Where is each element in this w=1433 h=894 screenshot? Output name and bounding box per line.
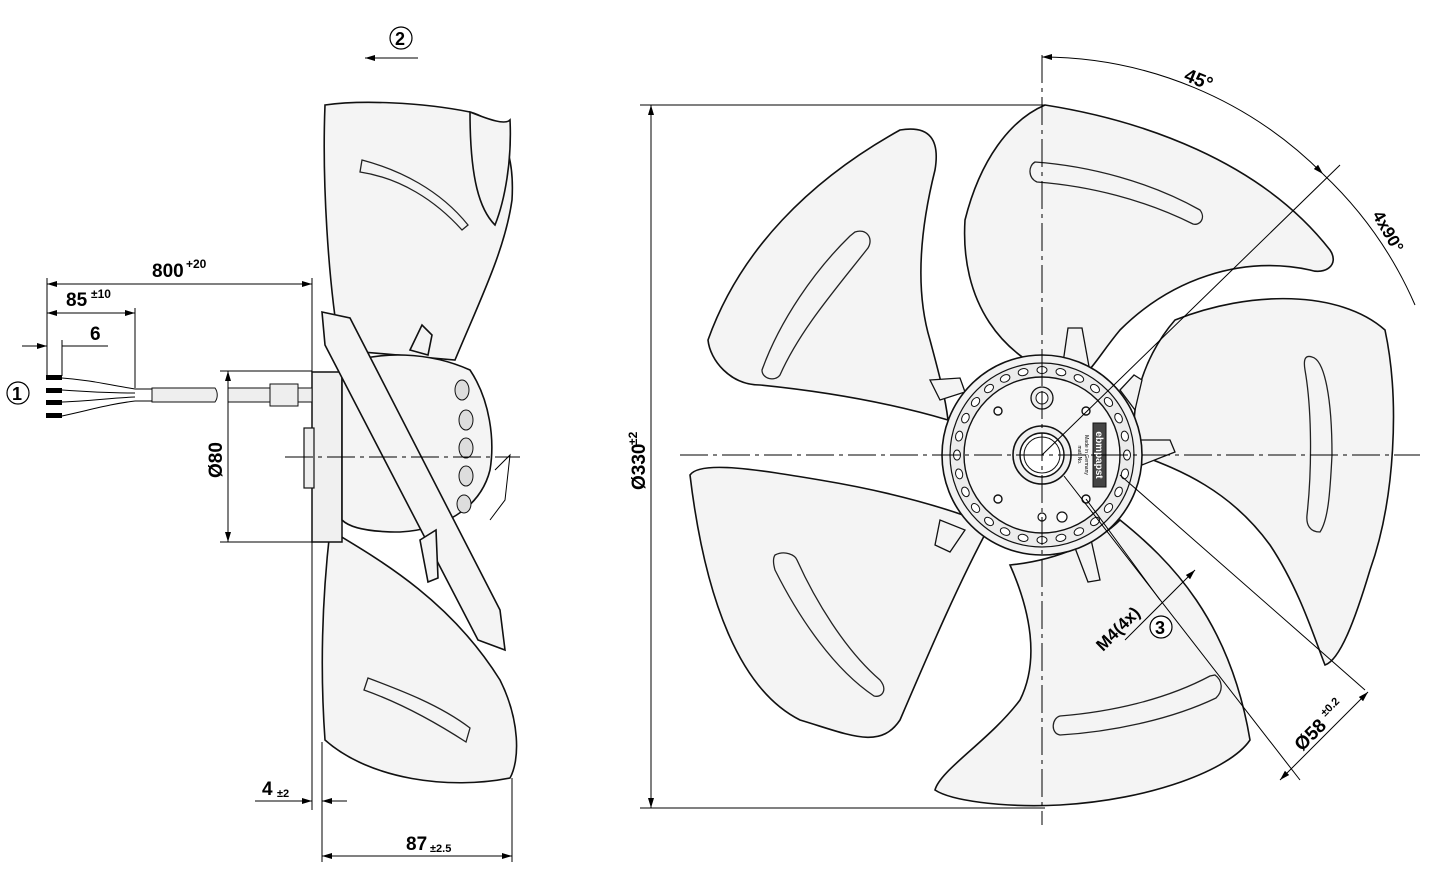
dim-depth: 87 — [406, 834, 427, 855]
side-view: 800 +20 85 ±10 6 Ø80 4 ±2 87 ±2.5 1 — [6, 26, 520, 862]
ring-hole — [984, 383, 994, 394]
ring-hole — [961, 412, 970, 424]
ring-hole — [999, 374, 1011, 383]
ring-hole — [1073, 374, 1085, 383]
dim-offset-tol: ±2 — [277, 788, 289, 800]
callout-1-circle — [6, 381, 30, 405]
dim-depth-tol: ±2.5 — [430, 843, 451, 855]
dim-fan-dia: Ø330 — [629, 444, 650, 490]
ring-hole — [1017, 533, 1029, 542]
hub-vents — [454, 379, 474, 514]
callout-2-circle — [389, 26, 413, 50]
slot-bottom-left — [772, 552, 885, 697]
dim-bore-dia-tol: ±0.2 — [1319, 696, 1343, 720]
dim-strip-length-tol: ±10 — [91, 287, 111, 301]
slot-right — [1303, 355, 1333, 533]
ring-hole — [1055, 368, 1067, 377]
mount-hole-2 — [1081, 406, 1091, 416]
ring-hole — [1017, 368, 1029, 377]
blade-bottom-left — [689, 466, 992, 739]
side-slot-2 — [363, 677, 471, 744]
ring-hole — [1114, 412, 1123, 424]
callout-3-circle — [1149, 615, 1173, 639]
ring-hole — [970, 397, 981, 407]
slot-left — [761, 230, 871, 380]
dim-angle-arc — [1041, 54, 1324, 175]
ring-hole — [970, 503, 981, 513]
ring-hole — [1073, 527, 1085, 536]
callout-3: 3 — [1155, 618, 1165, 638]
ground-icon — [1056, 511, 1068, 523]
motor-cap — [303, 427, 315, 489]
hub-spider — [321, 310, 506, 652]
ring-hole — [1103, 503, 1114, 513]
hub-fin-top — [408, 323, 433, 357]
dim-angle: 45° — [1181, 65, 1216, 95]
ring-hole — [999, 527, 1011, 536]
side-clip — [489, 453, 511, 521]
dim-hub-dia: Ø80 — [206, 442, 227, 478]
dim-angle-arc-ext — [1322, 173, 1416, 306]
blade-bottom-right — [934, 518, 1251, 807]
brand-logo: ebmpapst — [1093, 431, 1104, 479]
dim-cable-length-tol: +20 — [186, 257, 207, 271]
ring-hole — [1114, 486, 1123, 498]
dim-wire-end: 6 — [90, 324, 101, 345]
ring-hole — [1090, 383, 1100, 394]
bore-leader — [1063, 475, 1301, 781]
mount-hole-1 — [993, 406, 1003, 416]
ring-hole — [961, 486, 970, 498]
side-slot-1 — [359, 159, 469, 231]
ring-hole — [955, 468, 964, 480]
mount-hole-3 — [993, 494, 1003, 504]
dim-angle-count: 4x90° — [1369, 208, 1408, 256]
front-view: ebmpapst Made in Germany mat. No. Ø330 ±… — [626, 54, 1420, 825]
angle-ref-line — [1041, 164, 1341, 456]
side-upper-blade-tip — [469, 110, 512, 227]
dim-fan-dia-tol: ±2 — [626, 431, 640, 445]
callout-1: 1 — [12, 384, 22, 404]
ring-hole — [1055, 533, 1067, 542]
hub-fin-bottom — [419, 528, 439, 584]
ring-hole — [984, 516, 994, 527]
cable — [46, 375, 313, 418]
dim-bore-line — [1279, 691, 1369, 781]
dim-cable-length: 800 — [152, 261, 184, 282]
callout-2: 2 — [395, 29, 405, 49]
ring-hole — [1120, 430, 1129, 442]
side-lower-blade — [321, 528, 518, 784]
dim-offset: 4 — [262, 779, 273, 800]
dim-bore-dia: Ø58 — [1291, 715, 1331, 755]
ring-hole — [1103, 397, 1114, 407]
dim-strip-length: 85 — [66, 290, 88, 311]
slot-top — [1029, 161, 1204, 225]
ring-hole — [955, 430, 964, 442]
slot-bottom — [1052, 674, 1222, 736]
